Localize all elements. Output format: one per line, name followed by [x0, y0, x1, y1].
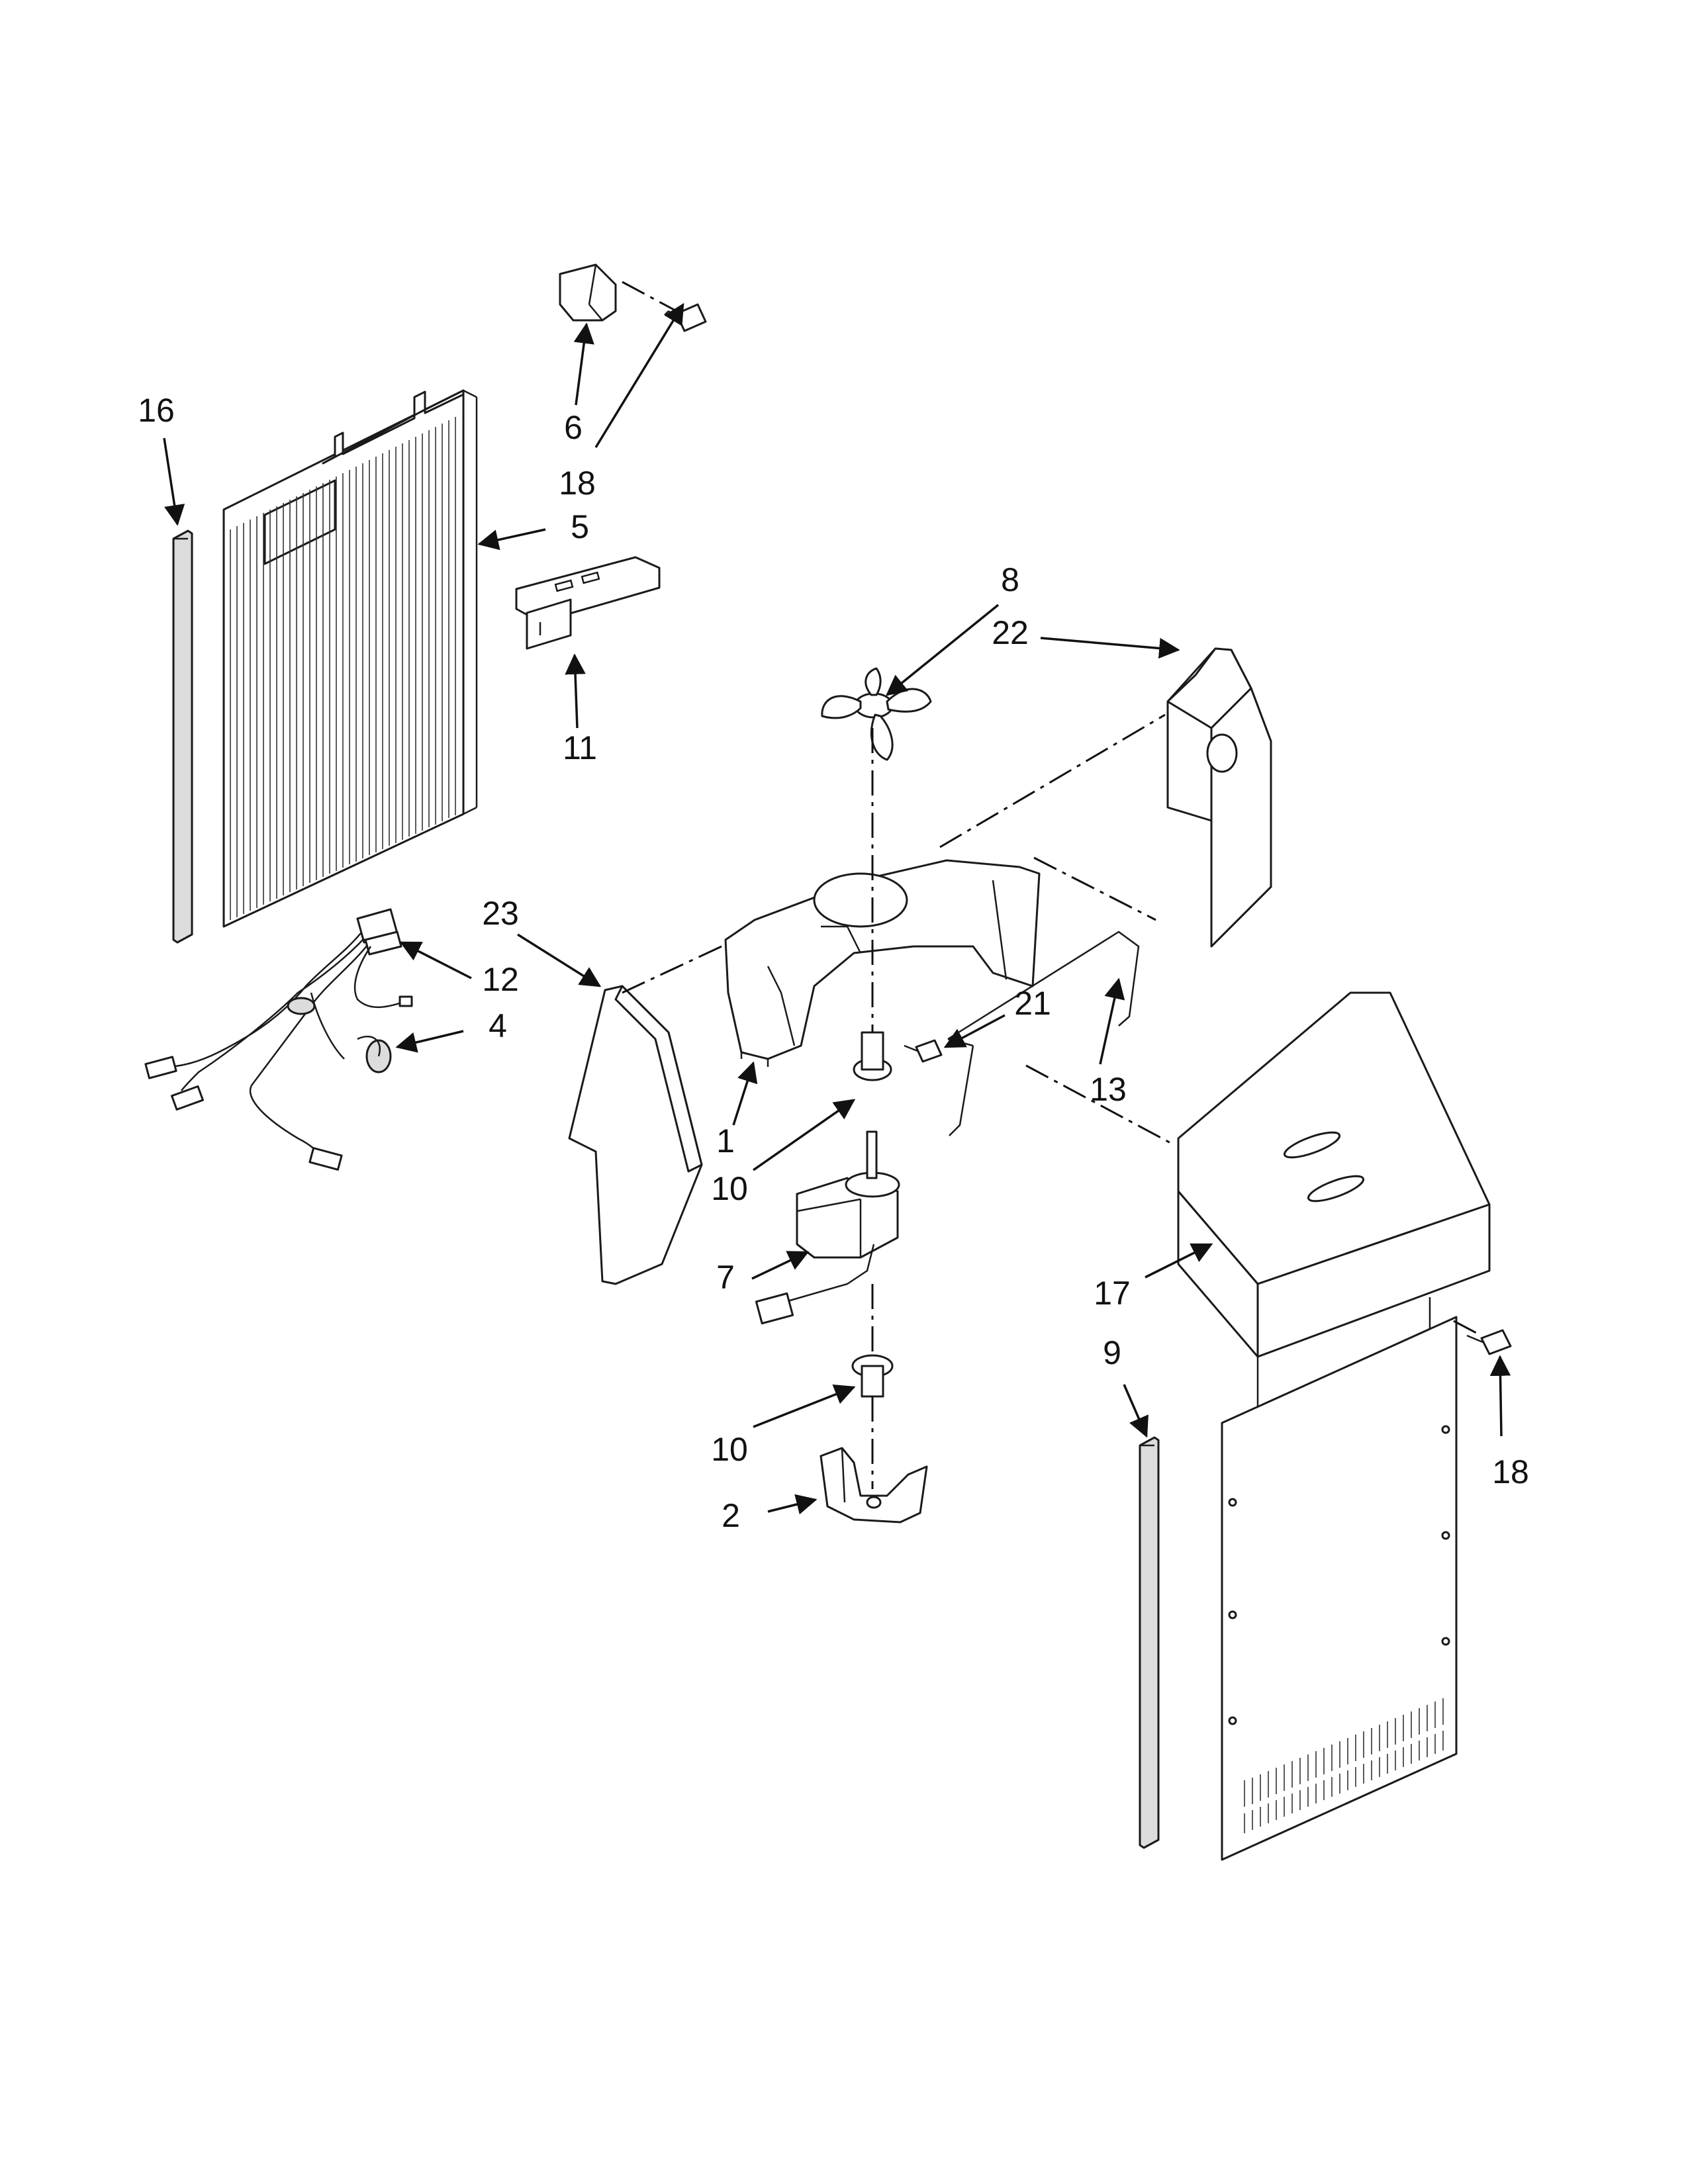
callout-5: 5 [571, 508, 589, 545]
alignment-lines [622, 281, 1479, 1489]
callout-22: 22 [992, 614, 1029, 651]
callout-23: 23 [482, 895, 519, 932]
part-5-evaporator-cover [222, 389, 478, 928]
callout-18-top: 18 [559, 465, 596, 502]
part-11-bracket [515, 556, 661, 650]
lower-rear-panel [1221, 1297, 1458, 1861]
part-18-screw-right [1466, 1329, 1512, 1355]
part-23-duct-panel-left [568, 985, 703, 1285]
part-16-gasket-strip [172, 529, 193, 944]
part-8-fan-blade [821, 667, 932, 761]
part-6-cap [559, 263, 617, 322]
part-2-motor-bracket [820, 1447, 928, 1524]
callout-21: 21 [1014, 985, 1051, 1022]
part-4-grommet [357, 1036, 392, 1073]
callout-16: 16 [138, 392, 175, 429]
callout-10-lower: 10 [711, 1431, 748, 1468]
part-21-screw [904, 1039, 943, 1063]
callout-7: 7 [716, 1259, 735, 1296]
callout-1: 1 [716, 1122, 735, 1160]
part-10-grommet-lower [851, 1354, 894, 1398]
callout-17: 17 [1094, 1275, 1131, 1312]
leader-lines [163, 302, 1511, 1515]
callout-2: 2 [722, 1497, 740, 1534]
part-12-wire-harness [144, 908, 413, 1171]
callout-8: 8 [1001, 561, 1019, 598]
callout-4: 4 [489, 1007, 507, 1044]
callout-6: 6 [564, 409, 583, 446]
part-17-duct-cover [1177, 991, 1491, 1358]
part-22-duct-panel-right [1166, 647, 1272, 948]
callout-13: 13 [1090, 1071, 1127, 1108]
part-1-fan-shroud [724, 859, 1041, 1067]
callout-11: 11 [563, 729, 597, 766]
callout-18-right: 18 [1492, 1453, 1529, 1490]
callout-10-upper: 10 [711, 1170, 748, 1207]
part-7-fan-motor [755, 1130, 900, 1325]
callout-12: 12 [482, 961, 519, 998]
part-10-grommet-upper [853, 1031, 892, 1081]
callout-labels: 16 6 18 5 11 8 22 23 12 4 21 13 1 10 7 1… [138, 392, 1529, 1534]
part-9-gasket-strip [1139, 1436, 1160, 1849]
callout-9: 9 [1103, 1334, 1121, 1371]
